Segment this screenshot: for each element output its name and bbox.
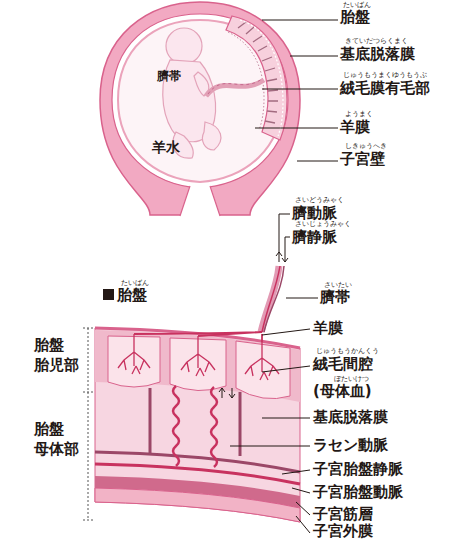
part-label: 胎盤 母体部: [34, 420, 84, 459]
part-label: 子宮胎盤動脈: [313, 485, 403, 501]
furigana: さいじょうみゃく: [295, 221, 351, 228]
umbilical-cord-twist: [208, 79, 262, 94]
villous-tree: [118, 334, 150, 374]
part-label: 羊膜: [340, 120, 370, 136]
spiral-artery: [211, 387, 217, 467]
flow-arrow: [219, 388, 235, 398]
uterine-wall: [100, 2, 300, 215]
part-label: 胎盤: [340, 10, 370, 26]
part-label: 羊水: [152, 140, 180, 155]
cervix-edge: [180, 186, 220, 216]
part-label: 臍帯: [157, 70, 181, 83]
part-label: 子宮壁: [340, 152, 385, 168]
fetus-head: [166, 28, 202, 64]
cervical-canal: [180, 185, 220, 216]
umbilical-vessel: [264, 266, 284, 332]
part-label: 絨毛膜有毛部: [340, 81, 430, 97]
villous-tree: [181, 336, 215, 376]
part-label: 基底脱落膜: [313, 410, 388, 426]
fetus-leg: [202, 122, 220, 150]
part-label: 子宮外膜: [313, 524, 373, 539]
section-base: [95, 328, 300, 522]
placenta-villi: [238, 22, 278, 123]
heading-square: [103, 289, 114, 300]
fetus: [163, 28, 221, 158]
perimetrium: [95, 488, 300, 522]
furigana: しきゅうへき: [345, 143, 387, 150]
umbilical-cord-section: [261, 266, 279, 332]
part-label: 臍動脈: [292, 206, 337, 222]
part-label: 子宮筋層: [313, 507, 373, 523]
furigana: じゅうもうかんくう: [316, 348, 379, 355]
furigana: きていだつらくまく: [345, 38, 408, 45]
part-label: 臍帯: [320, 290, 350, 306]
furigana: ようまく: [345, 111, 373, 118]
basal-decidua-dots: [240, 20, 283, 136]
placenta-shape: [226, 16, 287, 140]
part-label: ラセン動脈: [313, 438, 388, 454]
spiral-artery: [173, 386, 179, 466]
furigana: ぼたいけつ: [334, 376, 369, 383]
part-label: 胎盤 胎児部: [34, 336, 84, 375]
part-label: 基底脱落膜: [340, 47, 415, 63]
decidual-vein: [150, 388, 240, 456]
part-label: 胎盤: [117, 288, 147, 304]
leader-line: [230, 214, 318, 533]
umbilical-vessel: [262, 266, 280, 332]
furigana: さいどうみゃく: [295, 197, 344, 204]
furigana: さいたい: [324, 282, 352, 289]
furigana: じゅうもうまくゆうもうぶ: [343, 72, 427, 79]
furigana: たいばん: [121, 280, 149, 287]
villous-tree: [245, 342, 279, 380]
part-label: 羊膜: [313, 321, 343, 337]
part-label: 絨毛間腔: [313, 357, 373, 373]
umbilical-cord: [206, 80, 264, 96]
cord-flow-arrows: [276, 252, 288, 262]
part-label: 子宮胎盤静脈: [313, 462, 403, 478]
uterine-cavity: [112, 14, 288, 188]
part-label: (母体血): [313, 384, 372, 400]
furigana: たいばん: [343, 2, 371, 9]
section-bracket: [83, 328, 93, 520]
leader-line: [255, 20, 338, 161]
part-label: 臍静脈: [292, 230, 337, 246]
